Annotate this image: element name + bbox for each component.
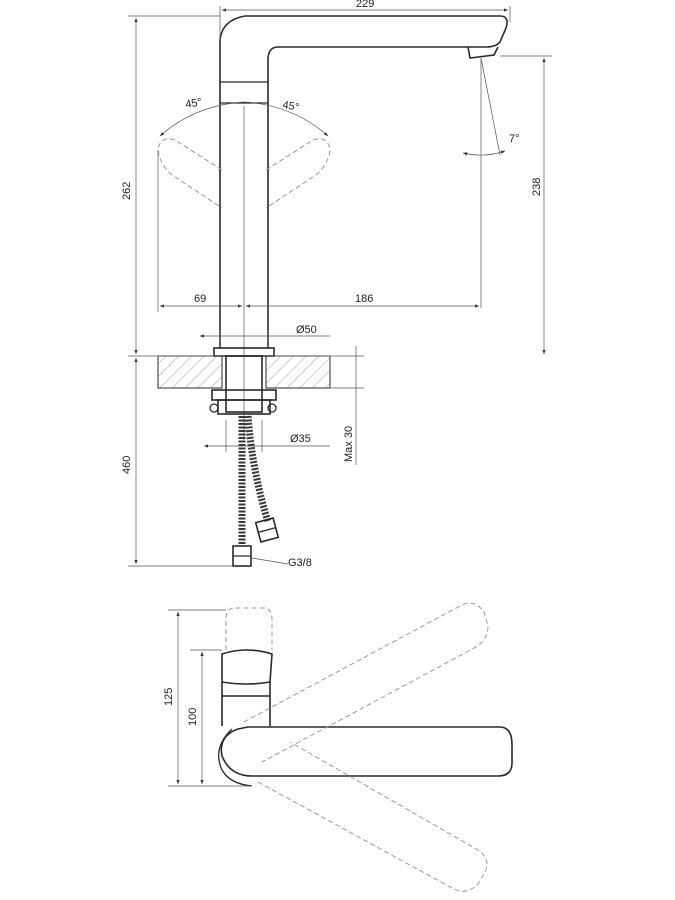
lever-ghost-up — [243, 602, 489, 763]
spout-rotated-right-ghost — [265, 138, 331, 209]
rotation-arc-right — [243, 101, 329, 137]
countertop-left — [157, 355, 223, 389]
rotation-right-label: 45° — [281, 99, 299, 114]
spout-reach-label: 229 — [356, 0, 374, 10]
side-body — [221, 682, 271, 726]
spout-axis-tilted — [480, 57, 501, 156]
lever-horizontal — [220, 726, 513, 777]
screw-left — [209, 403, 219, 413]
aerator — [467, 46, 499, 59]
hose-length-label: 460 — [121, 456, 133, 474]
hole-diameter-label: Ø35 — [290, 433, 311, 445]
front-offset-label: 186 — [355, 293, 373, 305]
thread-leader — [251, 557, 289, 565]
total-height-label: 262 — [121, 182, 133, 200]
hose-right — [244, 415, 272, 524]
lever-ghost-down — [257, 741, 488, 892]
rotation-left-label: 45° — [184, 96, 202, 111]
max-thickness-label: Max 30 — [343, 426, 355, 462]
handle-cap — [221, 649, 273, 685]
countertop-right — [265, 355, 331, 389]
rotation-arc-left — [159, 101, 245, 137]
faucet-body-outline — [219, 15, 508, 348]
rear-offset-label: 69 — [194, 293, 206, 305]
tilt-arc — [462, 150, 506, 156]
spout-height-label: 238 — [531, 178, 543, 196]
hose-fitting-right-mid — [258, 527, 276, 533]
handle-height-label: 125 — [163, 688, 175, 706]
spout-rotated-left-ghost — [157, 138, 223, 209]
thread-label: G3/8 — [288, 557, 312, 569]
body-diameter-label: Ø50 — [296, 324, 317, 336]
lever-base-ring — [218, 728, 253, 787]
handle-ghost-top — [225, 607, 273, 650]
shank — [225, 355, 263, 413]
tilt-label: 7° — [509, 133, 520, 145]
lever-height-label: 100 — [187, 708, 199, 726]
screw-right — [267, 403, 277, 413]
